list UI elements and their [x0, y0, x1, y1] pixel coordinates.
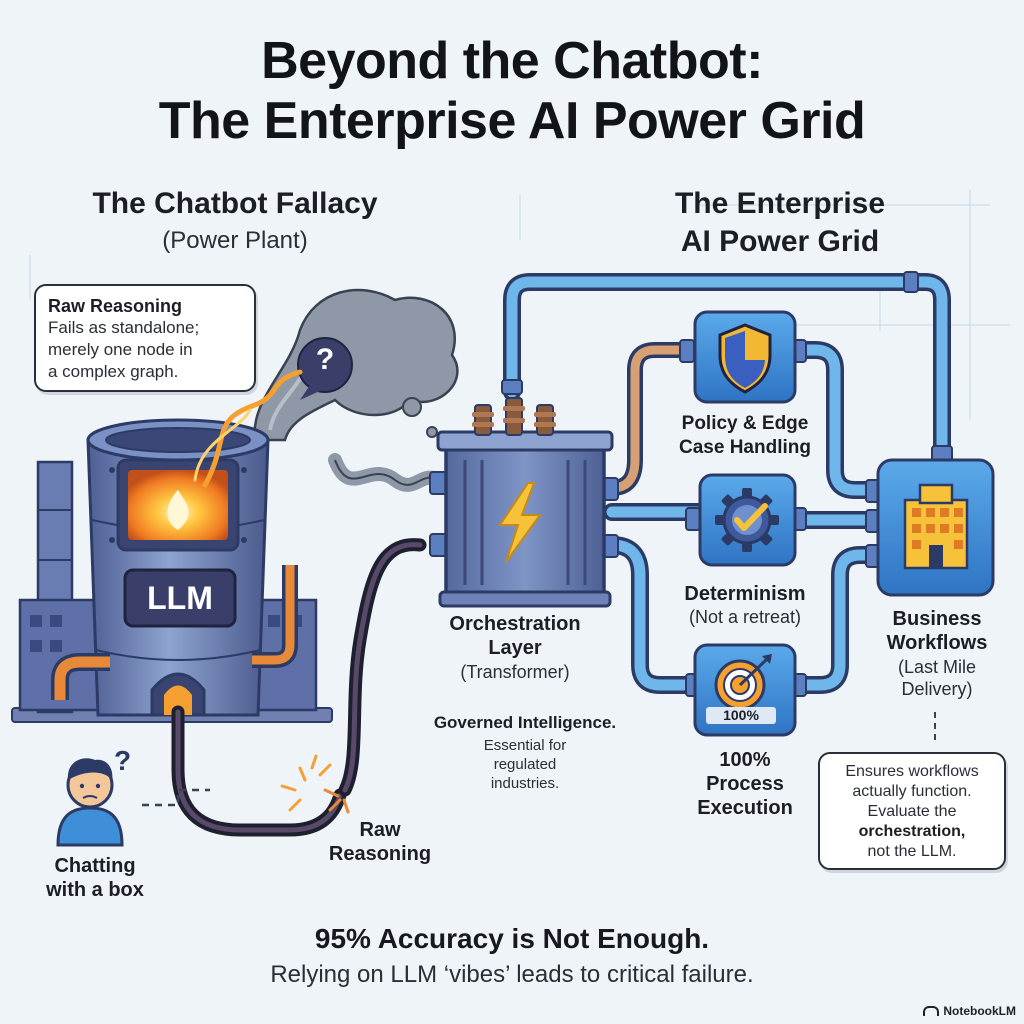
governed-title: Governed Intelligence. — [433, 713, 617, 732]
right-heading-line2: AI Power Grid — [680, 225, 880, 258]
node-policy-line2: Case Handling — [679, 437, 811, 458]
orchestration-bubble-line2: actually function. — [852, 783, 972, 800]
raw-reasoning-bubble-title: Raw Reasoning — [48, 296, 183, 316]
orchestration-bubble-line3: Evaluate the — [867, 803, 957, 820]
left-subheading: (Power Plant) — [162, 227, 308, 254]
business-title-line1: Business — [892, 608, 982, 630]
raw-reasoning-bubble-line3: a complex graph. — [48, 362, 179, 381]
notebook-logo-icon — [923, 1006, 940, 1016]
brand-name: NotebookLM — [943, 1004, 1016, 1018]
orchestration-bubble-line4: orchestration, — [858, 823, 966, 840]
governed-line1: Essential for — [483, 737, 567, 754]
smoke-question-mark: ? — [315, 343, 335, 376]
page-title-line1: Beyond the Chatbot: — [261, 32, 763, 90]
target-badge: 100% — [706, 707, 776, 724]
person — [56, 758, 210, 847]
person-caption-line2: with a box — [46, 879, 144, 901]
person-caption-line1: Chatting — [54, 855, 136, 877]
brand-mark: NotebookLM — [923, 1004, 1016, 1018]
node-execution-line1: 100% — [719, 749, 771, 771]
smoke-cloud — [253, 288, 459, 492]
power-plant — [11, 369, 333, 723]
orchestration-bubble-line1: Ensures workflows — [845, 763, 979, 780]
person-question-mark: ? — [114, 745, 132, 776]
transformer-title-line1: Orchestration — [449, 613, 581, 635]
transformer-title-line2: Layer — [488, 637, 542, 659]
raw-reasoning-bubble-line1: Fails as standalone; — [48, 318, 200, 337]
page-title-line2: The Enterprise AI Power Grid — [158, 92, 866, 150]
transformer-subtitle: (Transformer) — [460, 662, 570, 682]
footer-body: Relying on LLM ‘vibes’ leads to critical… — [270, 961, 754, 988]
raw-reasoning-bubble: Raw Reasoning Fails as standalone; merel… — [34, 284, 256, 392]
node-determinism-line1: Determinism — [684, 583, 806, 605]
transformer — [429, 397, 619, 608]
governed-line2: regulated — [493, 756, 557, 773]
business-sub-line1: (Last Mile — [897, 657, 977, 677]
business-title-line2: Workflows — [886, 632, 988, 654]
node-determinism — [698, 473, 797, 567]
node-execution-line2: Process — [706, 773, 784, 795]
plant-llm-label: LLM — [147, 580, 213, 616]
cable-caption-line1: Raw — [359, 819, 401, 841]
right-heading-line1: The Enterprise — [674, 187, 886, 220]
raw-reasoning-cable — [171, 538, 427, 837]
orchestration-bubble-line5: not the LLM. — [867, 843, 957, 860]
business-node — [876, 458, 995, 597]
business-sub-line2: Delivery) — [901, 679, 973, 699]
orchestration-bubble: Ensures workflows actually function. Eva… — [818, 752, 1006, 870]
footer-headline: 95% Accuracy is Not Enough. — [314, 923, 710, 954]
cable-caption-line2: Reasoning — [328, 843, 432, 865]
node-policy — [693, 310, 797, 404]
grid-pipes — [503, 273, 951, 694]
left-heading: The Chatbot Fallacy — [92, 187, 378, 220]
raw-reasoning-bubble-line2: merely one node in — [48, 340, 193, 359]
node-execution-line3: Execution — [697, 797, 793, 819]
node-policy-line1: Policy & Edge — [681, 413, 809, 434]
governed-line3: industries. — [490, 775, 560, 792]
node-determinism-line2: (Not a retreat) — [688, 607, 802, 627]
